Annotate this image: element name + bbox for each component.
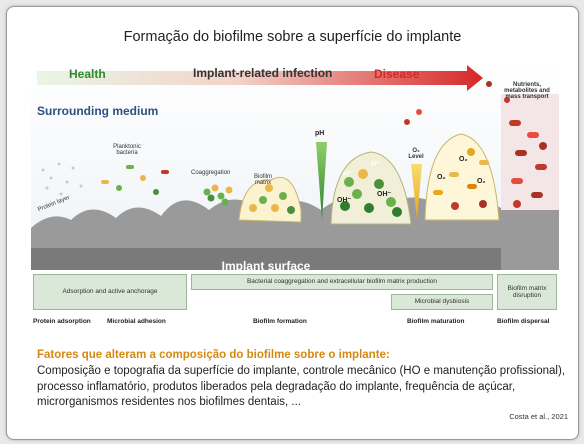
ph-label: pH bbox=[315, 130, 325, 137]
slide-title: Formação do biofilme sobre a superfície … bbox=[123, 29, 462, 45]
box-matrix-disruption: Biofilm matrix disruption bbox=[497, 274, 557, 310]
coaggregation-cluster bbox=[203, 184, 233, 206]
h-plus-2: H⁺ bbox=[371, 161, 380, 168]
o2-mark-2: O₂ bbox=[459, 156, 468, 163]
stage-biofilm-maturation: Biofilm maturation bbox=[407, 318, 465, 325]
factors-text: Composição e topografia da superfície do… bbox=[37, 365, 566, 408]
infection-label: Implant-related infection bbox=[193, 66, 333, 80]
biofilm-illustration bbox=[31, 60, 559, 270]
factors-title: Fatores que alteram a composição do biof… bbox=[37, 349, 390, 361]
dispersal-surface bbox=[501, 210, 559, 270]
oh-minus-2: OH⁻ bbox=[377, 191, 392, 198]
planktonic-bacteria bbox=[101, 165, 169, 195]
progression-arrow bbox=[37, 65, 483, 91]
oh-minus-1: OH⁻ bbox=[337, 197, 352, 204]
biofilm-figure: Health Implant-related infection Disease… bbox=[31, 60, 559, 338]
box-coaggregation: Bacterial coaggregation and extracellula… bbox=[191, 274, 493, 290]
implant-surface-label: Implant surface bbox=[221, 259, 311, 273]
ph-gauge bbox=[316, 142, 327, 220]
slide: Formação do biofilme sobre a superfície … bbox=[6, 6, 579, 440]
protein-particles bbox=[41, 162, 83, 196]
stage-biofilm-formation: Biofilm formation bbox=[253, 318, 307, 325]
stage-biofilm-dispersal: Biofilm dispersal bbox=[497, 318, 550, 325]
box-adsorption: Adsorption and active anchorage bbox=[33, 274, 187, 310]
biofilm-matrix-label: Biofilm matrix bbox=[253, 174, 272, 186]
dispersal-bacteria bbox=[404, 81, 547, 208]
planktonic-label: Planktonic bacteria bbox=[113, 144, 141, 156]
health-label: Health bbox=[69, 67, 106, 81]
o2-level-label: O₂ Level bbox=[408, 148, 424, 160]
nutrients-label: Nutrients, metabolites and mass transpor… bbox=[504, 82, 550, 100]
matrix-bacteria bbox=[249, 184, 295, 214]
citation: Costa et al., 2021 bbox=[509, 412, 568, 421]
coaggregation-label: Coaggregation bbox=[191, 170, 231, 176]
surrounding-medium-label: Surrounding medium bbox=[37, 104, 159, 118]
mound-yellow-bacteria bbox=[433, 148, 489, 210]
stage-protein-adsorption: Protein adsorption bbox=[33, 318, 91, 325]
biofilm-mound-yellow bbox=[424, 133, 500, 221]
disease-label: Disease bbox=[374, 67, 420, 81]
h-plus-1: H⁺ bbox=[343, 171, 352, 178]
implant-surface-bar bbox=[31, 248, 501, 270]
stage-microbial-adhesion: Microbial adhesion bbox=[107, 318, 166, 325]
mound-green-bacteria bbox=[340, 169, 402, 217]
o2-mark-3: O₂ bbox=[477, 178, 486, 185]
o2-gauge bbox=[411, 164, 422, 220]
box-dysbiosis: Microbial dysbiosis bbox=[391, 294, 493, 310]
o2-mark-1: O₂ bbox=[437, 174, 446, 181]
